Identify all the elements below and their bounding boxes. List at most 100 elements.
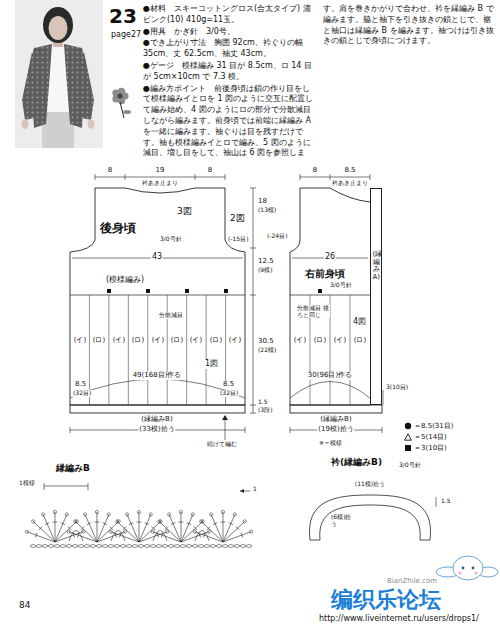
dimension-label: (ロ) [353, 337, 367, 345]
square-symbol [405, 445, 411, 451]
page-mark: 84 [18, 601, 31, 611]
chain-stitch [108, 545, 114, 548]
chain-stitch [222, 545, 228, 548]
picot [193, 530, 196, 533]
treble-stitch [139, 514, 151, 542]
dimension-label: (6模)拾う [330, 514, 354, 527]
stitch-bar [87, 523, 92, 525]
trousers [42, 108, 74, 148]
treble-stitch [27, 532, 55, 542]
body-panel: 右前身頃3/0号針(縁編みA) [286, 185, 386, 417]
panel-label: 3/0号針 [160, 236, 182, 243]
stitch-bar [103, 523, 108, 525]
picot [65, 513, 68, 516]
dimension-line [250, 295, 256, 296]
note-text: ●材料 スキーコットングロス(合太タイプ) 濃ピンク(10) 410g=11玉。 [143, 4, 315, 26]
pattern-line [89, 295, 90, 405]
waist-line [290, 295, 370, 296]
dimension-label: (イ) [189, 337, 203, 345]
dimension-label: (11模)拾う [354, 481, 386, 488]
band-label: (縁編みA) [373, 251, 380, 282]
chain-stitch [186, 545, 192, 548]
chain-stitch [144, 545, 150, 548]
stitch-bar [136, 521, 141, 522]
arrow-head [240, 489, 244, 493]
treble-stitch [222, 512, 223, 542]
treble-stitch [159, 521, 181, 542]
picot [83, 513, 86, 516]
chain-stitch [54, 545, 60, 548]
treble-stitch [97, 514, 109, 542]
dimension-label: (イ) [112, 337, 126, 345]
waist-line [70, 295, 245, 296]
note-text: ●ゲージ 模様編み 31 目が 8.5cm、ロ 14 目が 5cm×10cm で… [143, 61, 315, 83]
note-text: ●編み方ポイント 前後身頃は鎖の作り目をして模様編みイとロを 1 図のように交互… [143, 4, 495, 166]
panel-lines [70, 188, 245, 413]
chain-stitch [240, 545, 246, 548]
chain-stitch [84, 545, 90, 548]
stitch-bar [187, 523, 192, 525]
chain-stitch [156, 545, 162, 548]
chain-stitch [36, 545, 42, 548]
picot [25, 530, 28, 533]
repeat-bracket [44, 486, 88, 487]
chain-stitch [246, 545, 252, 548]
dimension-label: (19模)拾う [317, 426, 354, 434]
picot [74, 520, 77, 523]
dimension-label: (縁編みB) [319, 416, 352, 424]
dimension-label: 8.5 [343, 167, 356, 175]
dimension-label: 12.5 [257, 258, 275, 266]
chain-stitch [102, 545, 108, 548]
dimension-line [292, 258, 368, 259]
mascot-cheek [474, 572, 478, 574]
chain-stitch [138, 545, 144, 548]
dimension-label: 8 [312, 167, 318, 175]
treble-stitch [33, 521, 55, 542]
pattern-line [310, 295, 311, 405]
flower-stem [120, 102, 124, 118]
mascot-eye [462, 567, 465, 570]
chain-stitch [120, 545, 126, 548]
picot [137, 510, 140, 513]
stitch-diagram [25, 483, 253, 547]
pattern-line [128, 295, 129, 405]
hem-arc [70, 379, 245, 398]
chain-stitch [204, 545, 210, 548]
dimension-label: (3段) [257, 407, 274, 414]
dimension-label: 26 [324, 253, 336, 262]
marker-square [107, 289, 111, 293]
marker-square [146, 289, 150, 293]
treble-stitch [223, 521, 245, 542]
photo-ground [15, 0, 103, 148]
dimension-label: 4図 [352, 318, 367, 327]
dimension-label: 続けて編む [206, 441, 238, 448]
chain-stitch [78, 545, 84, 548]
stitch-bar [39, 526, 42, 530]
dimension-label: (イ) [333, 337, 347, 345]
stitch-bar [220, 521, 225, 522]
stitch-bar [203, 533, 205, 538]
picot [158, 520, 161, 523]
picot [109, 530, 112, 533]
dimension-label: 30(96目)作る [307, 372, 353, 380]
dimension-line [70, 430, 245, 431]
dimension-label: 18 [257, 198, 268, 206]
chain-loop [111, 531, 125, 542]
dimension-label: 分散減目 後ろと同じ [296, 305, 330, 318]
treble-stitch [138, 512, 139, 542]
dimension-label: (イ) [228, 337, 242, 345]
dimension-label: 8 [107, 167, 113, 175]
dimension-label: (13模) [257, 207, 277, 214]
dimension-label: 衿(縁編みB) [330, 458, 383, 468]
dot-symbol [405, 422, 411, 428]
dimension-label: (ロ) [209, 337, 223, 345]
dimension-line [195, 174, 196, 180]
chain-stitch [168, 545, 174, 548]
treble-stitch [96, 512, 97, 542]
dimension-label: 衿あき止まり [331, 180, 369, 187]
dimension-label: 1模様 [18, 480, 36, 487]
dimension-label: (模様編み) [105, 276, 145, 285]
treble-stitch [223, 514, 235, 542]
picot [41, 513, 44, 516]
front-band: (縁編みA) [370, 188, 382, 405]
